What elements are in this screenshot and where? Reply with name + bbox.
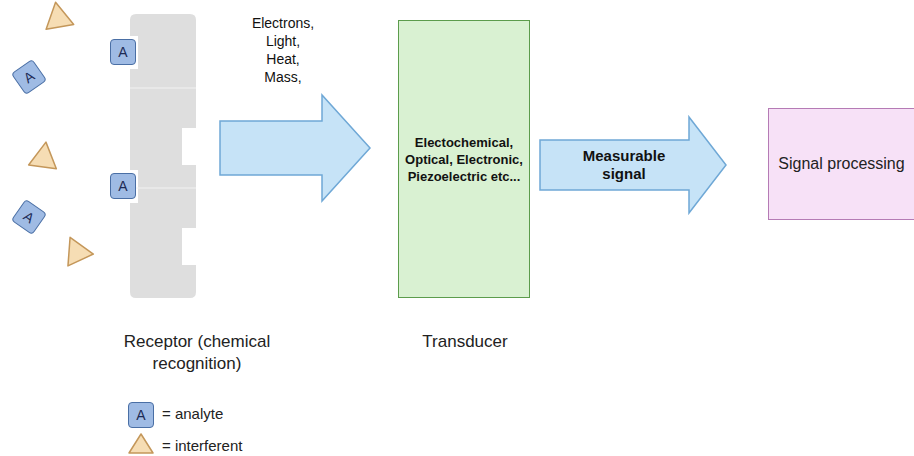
- legend-text: = analyte: [162, 405, 223, 423]
- interferent-triangle: [42, 0, 74, 29]
- analyte-letter: A: [21, 68, 38, 86]
- arrow-label: Electrons, Light, Heat, Mass,: [248, 14, 318, 86]
- analyte-letter: A: [21, 208, 38, 226]
- component-label: Transducer: [355, 331, 575, 353]
- analyte-letter: A: [118, 44, 127, 60]
- component-label: Receptor (chemical recognition): [87, 331, 307, 375]
- legend-text: = interferent: [162, 437, 242, 455]
- process-box: Signal processing: [768, 108, 914, 220]
- analyte-square: A: [110, 39, 136, 65]
- analyte-square: A: [11, 199, 47, 235]
- arrow-label: Measurable signal: [564, 147, 684, 183]
- box-text: Signal processing: [778, 154, 904, 174]
- analyte-letter: A: [136, 407, 145, 423]
- analyte-letter: A: [118, 178, 127, 194]
- interferent-triangle: [57, 231, 93, 265]
- analyte-square: A: [110, 173, 136, 199]
- analyte-square: A: [11, 59, 47, 95]
- block-arrow: [220, 95, 370, 201]
- interferent-triangle: [29, 140, 60, 169]
- block-arrow: [540, 117, 726, 213]
- legend-swatch: A: [128, 402, 154, 428]
- box-text: Electochemical, Optical, Electronic, Pie…: [405, 134, 523, 185]
- receptor: Receptor (chemical recognition)AA: [104, 14, 196, 299]
- transducer-box: Electochemical, Optical, Electronic, Pie…: [398, 20, 530, 298]
- interferent-triangle: [129, 434, 153, 453]
